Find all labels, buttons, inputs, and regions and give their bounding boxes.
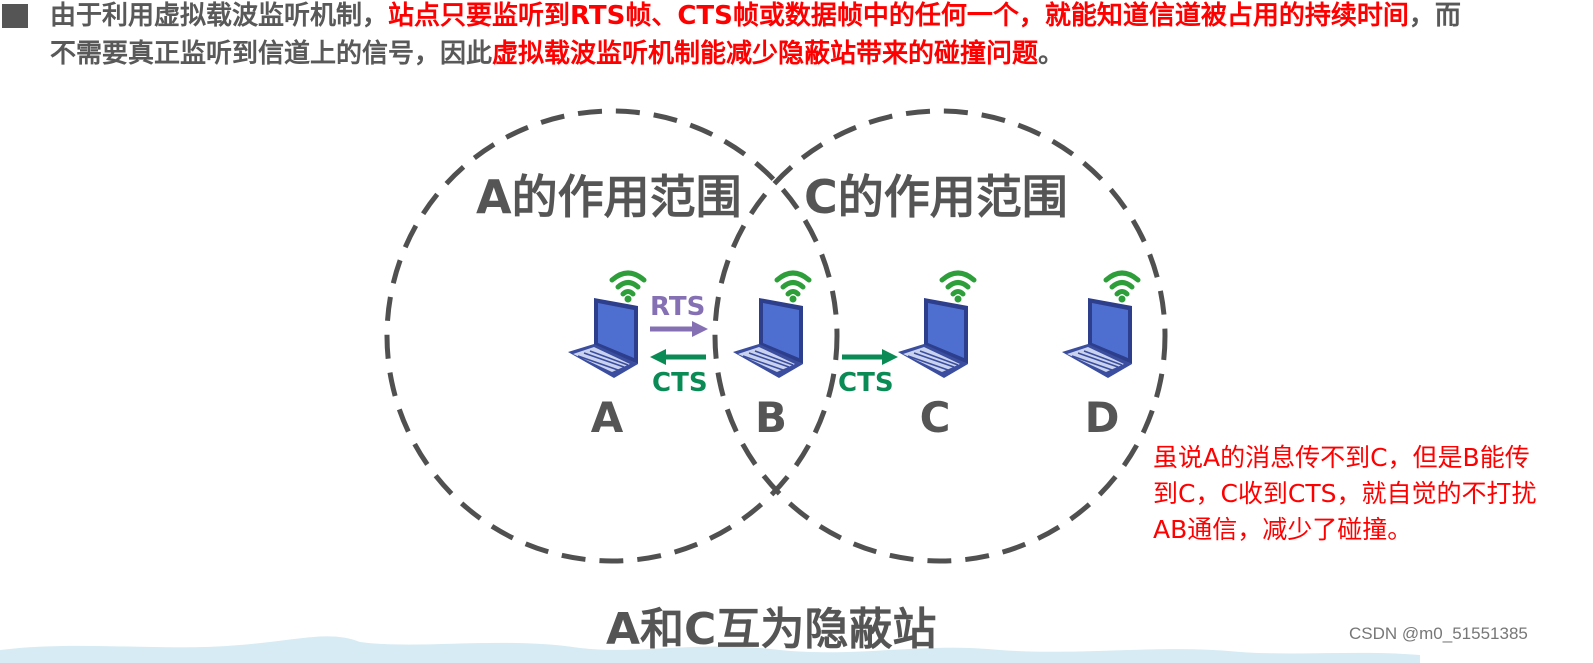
wifi-icon: [1103, 270, 1141, 297]
laptop-b: [729, 266, 813, 382]
watermark: CSDN @m0_51551385: [1349, 624, 1528, 643]
bullet-square-icon: [2, 4, 28, 28]
laptop-c: [894, 266, 978, 382]
laptop-icon: [898, 270, 977, 378]
bottom-title: A和C互为隐蔽站: [606, 604, 937, 655]
paragraph-line-2: 不需要真正监听到信道上的信号，因此虚拟载波监听机制能减少隐蔽站带来的碰撞问题。: [50, 35, 1590, 73]
note-line-3: AB通信，减少了碰撞。: [1153, 515, 1413, 544]
bottom-wave-decoration: [0, 636, 1420, 663]
para-line1-part1: 由于利用虚拟载波监听机制，: [50, 1, 389, 31]
note-line-2: 到C，C收到CTS，就自觉的不打扰: [1153, 479, 1537, 508]
range-label-a: A的作用范围: [476, 170, 742, 224]
cts-label-bc: CTS: [838, 368, 894, 398]
node-label-a: A: [590, 393, 624, 442]
range-label-c: C的作用范围: [804, 170, 1068, 224]
laptop-icon: [733, 270, 812, 378]
note-line-1: 虽说A的消息传不到C，但是B能传: [1153, 443, 1530, 472]
para-line2-part3: 。: [1038, 39, 1065, 69]
wifi-icon: [939, 270, 977, 297]
cts-arrow-bc-icon: [842, 349, 898, 365]
rts-arrow-icon: [650, 321, 708, 337]
cts-arrow-ab-icon: [650, 349, 706, 365]
para-line1-part3: ，而: [1408, 1, 1461, 31]
para-line2-highlight: 虚拟载波监听机制能减少隐蔽站带来的碰撞问题: [492, 39, 1039, 69]
node-label-d: D: [1084, 393, 1120, 442]
range-circle-a: [384, 108, 840, 564]
laptop-icon: [568, 270, 647, 378]
laptop-icon: [1062, 270, 1141, 378]
wifi-icon: [609, 270, 647, 297]
cts-label-ab: CTS: [652, 368, 708, 398]
rts-label: RTS: [650, 292, 706, 322]
annotation-note: 虽说A的消息传不到C，但是B能传 到C，C收到CTS，就自觉的不打扰 AB通信，…: [1153, 440, 1593, 548]
range-circle-c: [712, 108, 1168, 564]
laptop-a: [564, 266, 648, 382]
para-line1-highlight: 站点只要监听到RTS帧、CTS帧或数据帧中的任何一个，就能知道信道被占用的持续时…: [388, 1, 1409, 31]
para-line2-part1: 不需要真正监听到信道上的信号，因此: [50, 39, 493, 69]
laptop-d: [1058, 266, 1142, 382]
node-label-b: B: [754, 393, 787, 442]
paragraph-line-1: 由于利用虚拟载波监听机制，站点只要监听到RTS帧、CTS帧或数据帧中的任何一个，…: [50, 0, 1590, 35]
node-label-c: C: [919, 393, 951, 442]
wifi-icon: [774, 270, 812, 297]
